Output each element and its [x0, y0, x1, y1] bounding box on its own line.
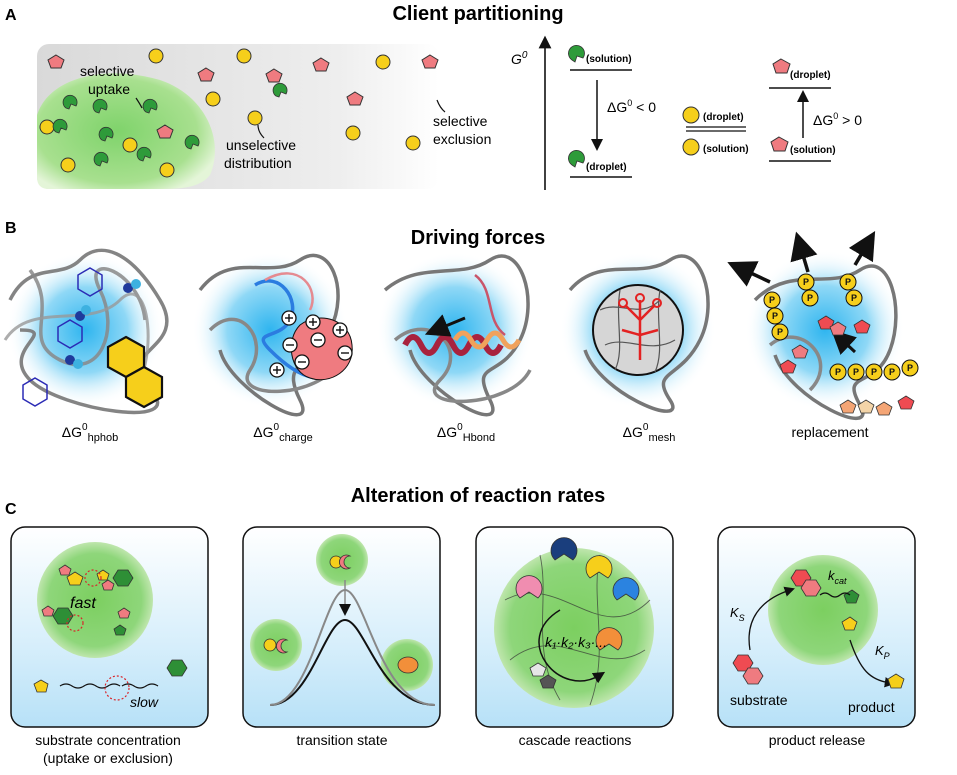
svg-text:P: P — [853, 367, 859, 377]
kcat-label: kcat — [828, 568, 847, 586]
uptake-pointer — [135, 97, 143, 109]
unselective-label-2: distribution — [224, 155, 292, 171]
exclusion-label-2: exclusion — [433, 131, 491, 147]
svg-text:P: P — [871, 367, 877, 377]
svg-text:P: P — [851, 293, 857, 303]
svg-text:slow: slow — [130, 694, 159, 710]
caption-cascade: cascade reactions — [519, 732, 632, 748]
green-client-droplet — [568, 149, 585, 168]
svg-text:P: P — [907, 363, 913, 373]
green-solution-label: (solution) — [586, 54, 632, 65]
panel-c-title: Alteration of reaction rates — [351, 485, 606, 507]
caption-transition: transition state — [296, 732, 387, 748]
svg-text:P: P — [803, 277, 809, 287]
charge-illustration — [192, 252, 353, 417]
green-client-solution — [568, 44, 585, 63]
caption-charge: ΔG0charge — [253, 422, 312, 444]
svg-text:P: P — [889, 367, 895, 377]
energy-axis-label: G0 — [511, 50, 528, 67]
exclusion-label-1: selective — [433, 113, 488, 129]
panel-a-title: Client partitioning — [392, 3, 563, 25]
svg-text:fast: fast — [70, 595, 96, 612]
ks-label: KS — [730, 605, 745, 623]
caption-substrate-2: (uptake or exclusion) — [43, 750, 173, 766]
panel-a-letter: A — [5, 7, 17, 24]
panel-b-letter: B — [5, 220, 17, 237]
transition-state-box — [242, 526, 441, 728]
product-release-box: kcat KS KP substrate product — [717, 526, 916, 728]
selective-uptake-label-1: selective — [80, 63, 135, 79]
mesh-illustration — [560, 252, 716, 413]
caption-mesh: ΔG0mesh — [623, 422, 676, 444]
substrate-label: substrate — [730, 692, 788, 708]
kp-label: KP — [875, 643, 890, 661]
red-client-droplet — [772, 58, 791, 74]
selective-uptake-label-2: uptake — [88, 81, 130, 97]
product-label: product — [848, 699, 895, 715]
svg-text:P: P — [845, 277, 851, 287]
hphob-illustration — [3, 248, 169, 415]
red-droplet-label: (droplet) — [790, 70, 831, 81]
green-droplet-label: (droplet) — [586, 162, 627, 173]
svg-text:P: P — [777, 327, 783, 337]
caption-substrate-1: substrate concentration — [35, 732, 181, 748]
svg-text:k₁·k₂·k₃·...: k₁·k₂·k₃·... — [545, 634, 607, 650]
caption-hphob: ΔG0hphob — [62, 422, 118, 444]
yellow-solution-label: (solution) — [703, 144, 749, 155]
svg-text:P: P — [772, 311, 778, 321]
red-client-solution — [770, 136, 789, 152]
partition-clients — [39, 48, 439, 178]
substrate-concentration-box: fast slow — [10, 526, 209, 728]
cascade-reactions-box: k₁·k₂·k₃·... — [475, 526, 674, 728]
yellow-client-solution — [682, 138, 700, 156]
exclusion-pointer — [436, 99, 446, 113]
unselective-label-1: unselective — [226, 137, 296, 153]
caption-replacement: replacement — [791, 424, 868, 440]
caption-product-release: product release — [769, 732, 866, 748]
positive-dg-label: ΔG0 > 0 — [813, 111, 862, 128]
droplet-region — [37, 73, 215, 189]
red-solution-label: (solution) — [790, 145, 836, 156]
panel-b-title: Driving forces — [411, 227, 545, 249]
yellow-droplet-label: (droplet) — [703, 112, 744, 123]
negative-dg-label: ΔG0 < 0 — [607, 98, 656, 115]
svg-text:P: P — [769, 295, 775, 305]
svg-text:P: P — [807, 293, 813, 303]
panel-c-letter: C — [5, 501, 17, 518]
caption-hbond: ΔG0Hbond — [437, 422, 495, 444]
hbond-illustration — [377, 252, 533, 417]
svg-text:P: P — [835, 367, 841, 377]
unselective-pointer — [257, 124, 265, 139]
yellow-client-droplet — [682, 106, 700, 124]
